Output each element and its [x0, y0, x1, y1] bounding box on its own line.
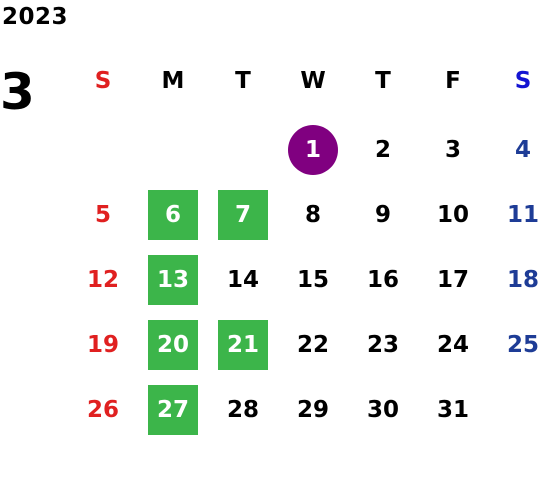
calendar-day-number: 8: [304, 202, 321, 228]
weekday-label-6: S: [514, 68, 532, 94]
calendar-day-28[interactable]: 28: [208, 385, 278, 435]
weekday-label-0: S: [94, 68, 112, 94]
year-label: 2023: [2, 4, 69, 30]
calendar-day-4[interactable]: 4: [488, 125, 548, 175]
calendar-day-number: 31: [436, 397, 469, 423]
calendar-day-26[interactable]: 26: [68, 385, 138, 435]
calendar-day-number: 13: [148, 255, 198, 305]
calendar-day-number: 6: [148, 190, 198, 240]
calendar-day-7[interactable]: 7: [208, 190, 278, 240]
calendar-day-number: 17: [436, 267, 469, 293]
calendar-day-14[interactable]: 14: [208, 255, 278, 305]
calendar-day-number: 16: [366, 267, 399, 293]
calendar-day-17[interactable]: 17: [418, 255, 488, 305]
calendar-day-number: 14: [226, 267, 259, 293]
calendar-day-number: 20: [148, 320, 198, 370]
weekday-label-5: F: [445, 68, 461, 94]
calendar-day-number: 9: [374, 202, 391, 228]
calendar-day-11[interactable]: 11: [488, 190, 548, 240]
calendar-day-15[interactable]: 15: [278, 255, 348, 305]
calendar-day-18[interactable]: 18: [488, 255, 548, 305]
calendar-day-number: 21: [218, 320, 268, 370]
calendar-day-16[interactable]: 16: [348, 255, 418, 305]
calendar-day-number: 26: [86, 397, 119, 423]
calendar-day-number: 4: [514, 137, 531, 163]
calendar-day-number: 11: [506, 202, 539, 228]
weekday-label-1: M: [161, 68, 185, 94]
calendar-day-number: 30: [366, 397, 399, 423]
calendar-day-20[interactable]: 20: [138, 320, 208, 370]
calendar-day-29[interactable]: 29: [278, 385, 348, 435]
weekday-label-2: T: [235, 68, 251, 94]
calendar-day-number: 12: [86, 267, 119, 293]
calendar-day-number: 15: [296, 267, 329, 293]
calendar-day-3[interactable]: 3: [418, 125, 488, 175]
weekday-label-4: T: [375, 68, 391, 94]
calendar-day-12[interactable]: 12: [68, 255, 138, 305]
calendar-day-23[interactable]: 23: [348, 320, 418, 370]
calendar-day-number: 10: [436, 202, 469, 228]
calendar-day-25[interactable]: 25: [488, 320, 548, 370]
calendar-day-number: 22: [296, 332, 329, 358]
calendar-day-9[interactable]: 9: [348, 190, 418, 240]
calendar-day-6[interactable]: 6: [138, 190, 208, 240]
calendar-day-19[interactable]: 19: [68, 320, 138, 370]
calendar-day-number: 1: [288, 125, 338, 175]
calendar-day-number: 27: [148, 385, 198, 435]
calendar-day-number: 23: [366, 332, 399, 358]
calendar-day-number: 25: [506, 332, 539, 358]
calendar-day-27[interactable]: 27: [138, 385, 208, 435]
calendar-day-number: 19: [86, 332, 119, 358]
calendar-day-number: 5: [94, 202, 111, 228]
calendar-day-24[interactable]: 24: [418, 320, 488, 370]
calendar-day-number: 2: [374, 137, 391, 163]
calendar-day-13[interactable]: 13: [138, 255, 208, 305]
calendar-day-2[interactable]: 2: [348, 125, 418, 175]
weekday-label-3: W: [300, 68, 326, 94]
month-number: 3: [0, 63, 35, 121]
calendar-day-8[interactable]: 8: [278, 190, 348, 240]
calendar-day-21[interactable]: 21: [208, 320, 278, 370]
calendar-day-number: 28: [226, 397, 259, 423]
calendar-day-number: 29: [296, 397, 329, 423]
calendar-day-22[interactable]: 22: [278, 320, 348, 370]
calendar-day-1[interactable]: 1: [278, 125, 348, 175]
calendar-day-5[interactable]: 5: [68, 190, 138, 240]
calendar-day-30[interactable]: 30: [348, 385, 418, 435]
calendar-day-31[interactable]: 31: [418, 385, 488, 435]
calendar-day-number: 3: [444, 137, 461, 163]
calendar-day-number: 24: [436, 332, 469, 358]
calendar-day-number: 18: [506, 267, 539, 293]
calendar-day-10[interactable]: 10: [418, 190, 488, 240]
calendar-day-number: 7: [218, 190, 268, 240]
